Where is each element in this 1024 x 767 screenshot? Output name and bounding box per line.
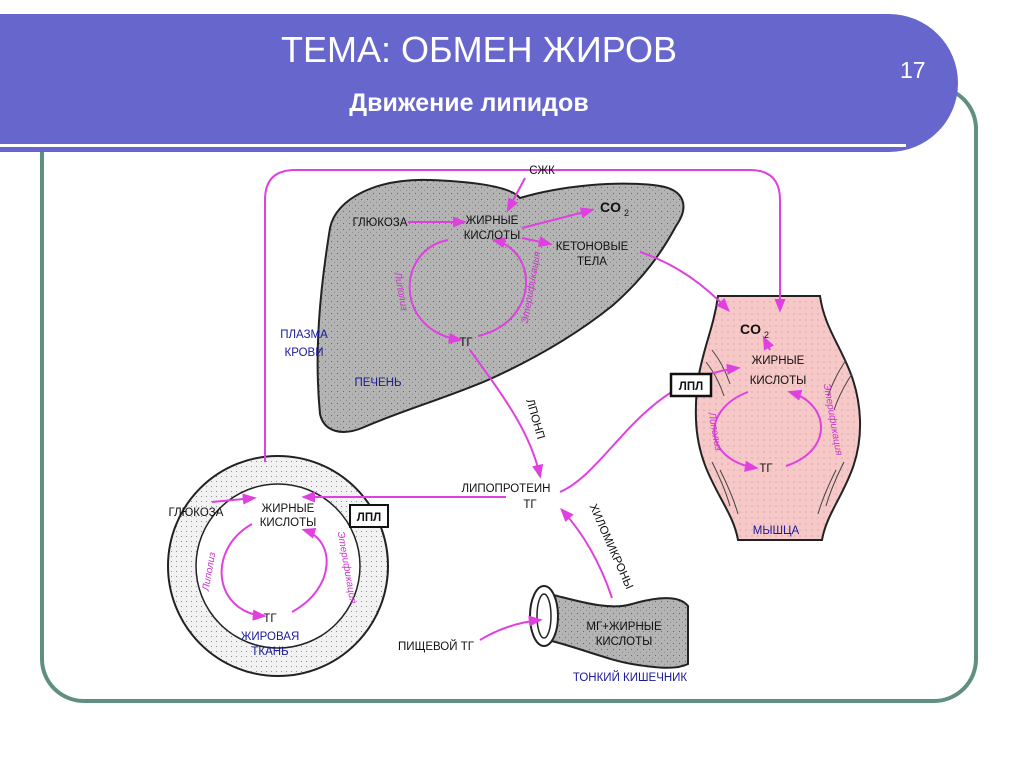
label-liver-co2: CO [600, 199, 621, 215]
title-banner [0, 14, 958, 152]
arrow-chylomicrons [560, 507, 613, 599]
label-ketone-2: ТЕЛА [577, 256, 607, 268]
label-intestine-mg-1: МГ+ЖИРНЫЕ [586, 621, 662, 633]
page-number: 17 [900, 57, 926, 83]
label-muscle-tg: ТГ [759, 463, 773, 475]
label-liver-fa-2: КИСЛОТЫ [464, 230, 521, 242]
label-lpl-muscle: ЛПЛ [679, 381, 703, 393]
label-liver-fa-1: ЖИРНЫЕ [466, 215, 519, 227]
lpl-box-adipose [349, 504, 389, 528]
label-adipose-fa-1: ЖИРНЫЕ [262, 503, 315, 515]
label-liver-co2-sub: 2 [624, 208, 629, 218]
label-liver: ПЕЧЕНЬ [354, 377, 401, 389]
label-adipose-glucose: ГЛЮКОЗА [169, 507, 224, 519]
arrow-plasma-loop [264, 169, 786, 462]
label-vldl: ЛПОНП [523, 398, 546, 441]
label-muscle-fa-2: КИСЛОТЫ [750, 375, 807, 387]
label-ffa: СЖК [529, 165, 555, 177]
label-intestine-mg-2: КИСЛОТЫ [596, 636, 653, 648]
adipose-glucose-arrow [211, 493, 257, 505]
muscle-fibers [705, 349, 853, 515]
muscle-fa-to-co2 [762, 335, 775, 351]
banner-underline [0, 144, 906, 147]
label-intestine: ТОНКИЙ КИШЕЧНИК [573, 671, 688, 684]
intestine-opening [529, 585, 559, 647]
liver-cycle-left [408, 239, 463, 344]
arrow-ketone-to-muscle [639, 251, 730, 313]
label-muscle-co2-sub: 2 [764, 330, 769, 340]
adipose-cycle-right [291, 528, 328, 613]
label-chylomicrons: ХИЛОМИКРОНЫ [587, 502, 635, 591]
muscle-cycle-right [785, 389, 822, 467]
slide-title: ТЕМА: ОБМЕН ЖИРОВ [281, 29, 677, 70]
label-lpl-adipose: ЛПЛ [357, 512, 381, 524]
label-adipose-1: ЖИРОВАЯ [241, 631, 300, 643]
label-liver-glucose: ГЛЮКОЗА [353, 217, 408, 229]
label-muscle-fa-1: ЖИРНЫЕ [752, 355, 805, 367]
adipose-cycle-left [220, 523, 267, 621]
label-plasma-2: КРОВИ [285, 347, 324, 359]
label-adipose-fa-2: КИСЛОТЫ [260, 517, 317, 529]
lpl-box-muscle [669, 372, 713, 398]
label-muscle-co2: CO [740, 321, 761, 337]
slide-subtitle: Движение липидов [349, 89, 589, 117]
muscle-cycle-left [713, 391, 759, 472]
arrow-dietary-tg [479, 615, 543, 641]
label-muscle: МЫШЦА [753, 525, 800, 537]
label-dietary-tg: ПИЩЕВОЙ ТГ [398, 640, 475, 653]
label-adipose-tg: ТГ [263, 613, 277, 625]
arrow-fa-to-ketone [521, 236, 553, 248]
label-liver-tg: ТГ [459, 337, 473, 349]
label-ketone-1: КЕТОНОВЫЕ [556, 241, 629, 253]
arrow-fa-to-co2-liver [521, 207, 595, 229]
liver-cycle-right [477, 237, 527, 337]
label-lipoprotein-2: ТГ [523, 499, 537, 511]
liver-shape [316, 178, 685, 433]
arrow-ffa-to-liver [506, 177, 526, 213]
arrow-vldl [469, 349, 544, 479]
label-adipose-2: ТКАНЬ [251, 646, 288, 658]
label-plasma-1: ПЛАЗМА [280, 329, 328, 341]
label-lipoprotein-1: ЛИПОПРОТЕИН [462, 483, 551, 495]
intestine-shape [538, 590, 689, 669]
